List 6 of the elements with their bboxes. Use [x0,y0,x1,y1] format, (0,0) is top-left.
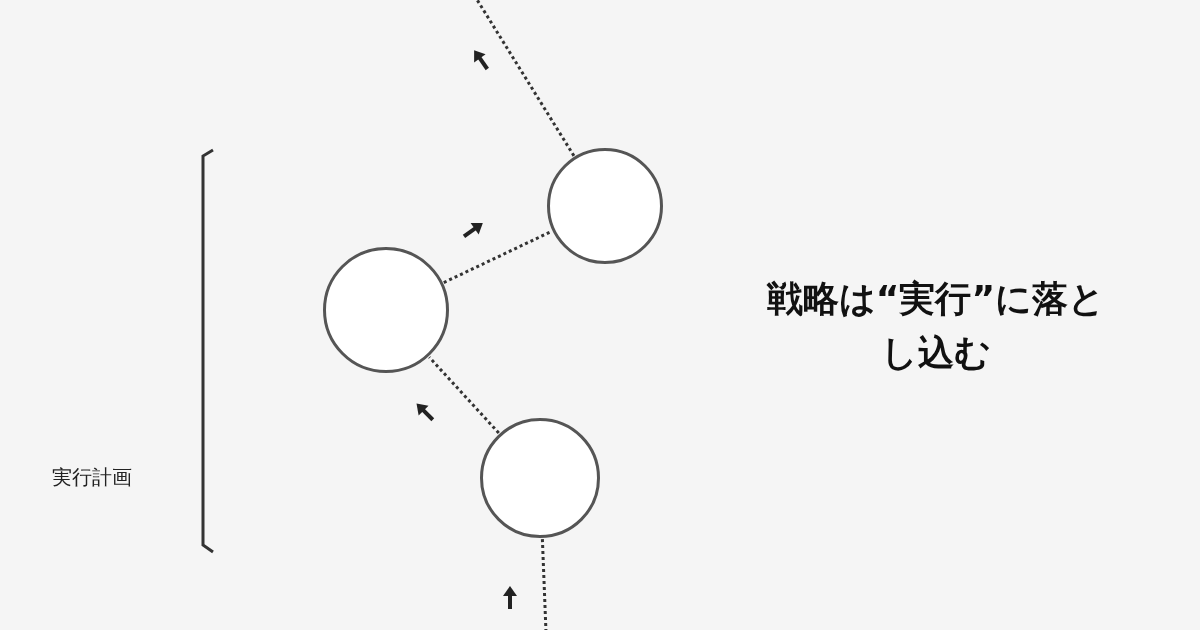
bracket-label: 実行計画 [52,464,132,491]
dotted-line [443,229,553,284]
dotted-line [540,538,548,630]
dotted-line [428,356,500,435]
heading: 戦略は“実行”に落とし込む [766,277,1106,375]
dotted-line [474,0,576,157]
